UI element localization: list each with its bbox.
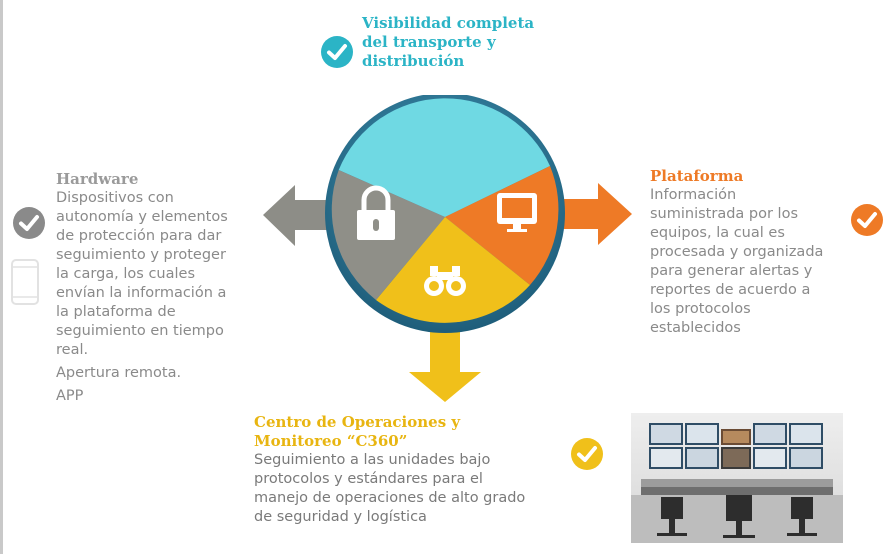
down-arrow	[409, 330, 481, 402]
desk-front	[641, 487, 833, 495]
centro-title-line: Monitoreo “C360”	[254, 432, 408, 450]
plataforma-line: los protocolos	[650, 301, 751, 317]
plataforma-line: procesada y organizada	[650, 244, 824, 260]
centro-line: Seguimiento a las unidades bajo	[254, 452, 491, 468]
centro-check-icon	[571, 438, 603, 470]
chairs	[657, 495, 817, 538]
plataforma-line: equipos, la cual es	[650, 225, 785, 241]
hardware-line: de protección para dar	[56, 228, 222, 244]
centro-title: Centro de Operaciones y Monitoreo “C360”	[254, 413, 574, 451]
plataforma-line: reportes de acuerdo a	[650, 282, 811, 298]
hardware-line: Dispositivos con	[56, 190, 174, 206]
top-title-line: distribución	[362, 52, 465, 70]
centro-description: Seguimiento a las unidades bajo protocol…	[254, 451, 574, 527]
central-diagram	[263, 95, 632, 402]
top-title-line: Visibilidad completa	[362, 14, 535, 32]
teal-segment	[338, 98, 550, 217]
top-check-icon	[321, 36, 353, 68]
hardware-section: Hardware Dispositivos con autonomía y el…	[56, 170, 266, 406]
hardware-line: autonomía y elementos	[56, 209, 228, 225]
hardware-line: seguimiento y proteger	[56, 247, 226, 263]
video-wall	[649, 423, 823, 469]
desk	[641, 479, 833, 487]
hardware-line: la plataforma de	[56, 304, 176, 320]
hardware-check-icon	[13, 207, 45, 239]
centro-line: protocolos y estándares para el	[254, 471, 483, 487]
right-arrow	[552, 183, 632, 245]
centro-section: Centro de Operaciones y Monitoreo “C360”…	[254, 413, 574, 527]
plataforma-check-icon	[851, 204, 883, 236]
top-title: Visibilidad completa del transporte y di…	[362, 14, 582, 71]
phone-outline-icon	[11, 259, 39, 305]
plataforma-line: para generar alertas y	[650, 263, 813, 279]
plataforma-description: Información suministrada por los equipos…	[650, 186, 850, 338]
hardware-extra-remote: Apertura remota.	[56, 365, 182, 381]
binoculars-icon	[424, 266, 466, 296]
left-edge-bar	[0, 0, 3, 554]
top-title-line: del transporte y	[362, 33, 496, 51]
centro-line: de seguridad y logística	[254, 509, 427, 525]
centro-line: manejo de operaciones de alto grado	[254, 490, 526, 506]
hardware-line: real.	[56, 342, 89, 358]
plataforma-line: Información	[650, 187, 737, 203]
left-arrow	[263, 185, 336, 246]
control-room-photo	[631, 413, 843, 543]
lock-icon	[357, 185, 395, 240]
hardware-description: Dispositivos con autonomía y elementos d…	[56, 189, 266, 406]
hardware-line: la carga, los cuales	[56, 266, 196, 282]
hardware-title: Hardware	[56, 170, 139, 188]
plataforma-title: Plataforma	[650, 167, 744, 185]
hardware-line: seguimiento en tiempo	[56, 323, 224, 339]
plataforma-section: Plataforma Información suministrada por …	[650, 167, 850, 338]
centro-title-line: Centro de Operaciones y	[254, 413, 461, 431]
plataforma-line: establecidos	[650, 320, 741, 336]
plataforma-line: suministrada por los	[650, 206, 799, 222]
hardware-extra-app: APP	[56, 388, 84, 404]
monitor-icon	[497, 193, 537, 232]
hardware-line: envían la información a	[56, 285, 227, 301]
